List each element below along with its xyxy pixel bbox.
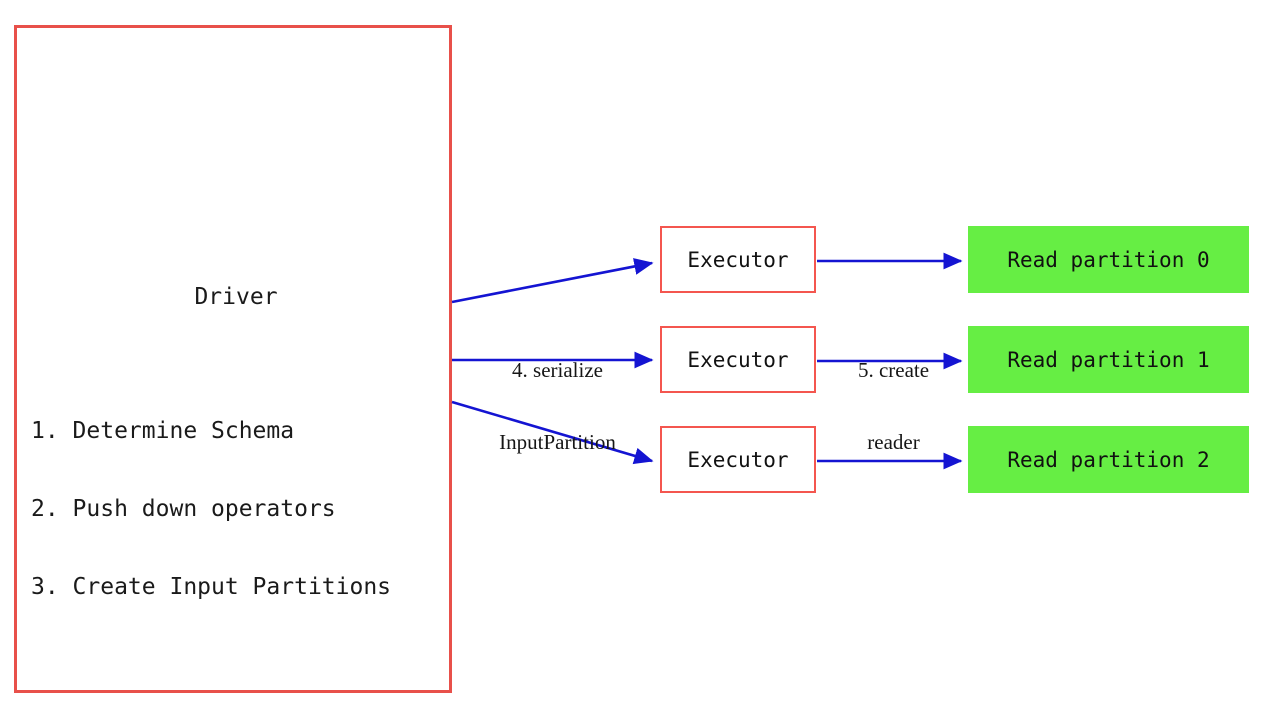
- partition-box-1: Read partition 1: [968, 326, 1249, 393]
- driver-steps-list: 1. Determine Schema 2. Push down operato…: [31, 366, 451, 652]
- driver-step-1: 1. Determine Schema: [31, 418, 295, 444]
- executor-label: Executor: [687, 447, 789, 472]
- partition-label: Read partition 0: [1007, 247, 1210, 272]
- arrow-label-serialize-line1: 4. serialize: [512, 358, 603, 382]
- executor-box-2: Executor: [660, 426, 816, 493]
- arrow-label-create-reader-line1: 5. create: [857, 358, 930, 382]
- driver-box: Driver 1. Determine Schema 2. Push down …: [14, 25, 452, 693]
- driver-title: Driver: [194, 284, 278, 310]
- driver-step-3: 3. Create Input Partitions: [31, 574, 392, 600]
- partition-box-2: Read partition 2: [968, 426, 1249, 493]
- partition-label: Read partition 2: [1007, 447, 1210, 472]
- executor-label: Executor: [687, 347, 789, 372]
- executor-label: Executor: [687, 247, 789, 272]
- arrow-label-create-reader-line2: reader: [867, 430, 920, 454]
- executor-box-1: Executor: [660, 326, 816, 393]
- partition-box-0: Read partition 0: [968, 226, 1249, 293]
- arrow-label-serialize-input-partition: 4. serialize InputPartition: [470, 310, 645, 502]
- arrow-label-create-reader: 5. create reader: [826, 310, 961, 502]
- partition-label: Read partition 1: [1007, 347, 1210, 372]
- executor-box-0: Executor: [660, 226, 816, 293]
- driver-step-2: 2. Push down operators: [31, 496, 336, 522]
- arrow-label-serialize-line2: InputPartition: [499, 430, 616, 454]
- arrow-driver-to-executor-0: [451, 258, 654, 304]
